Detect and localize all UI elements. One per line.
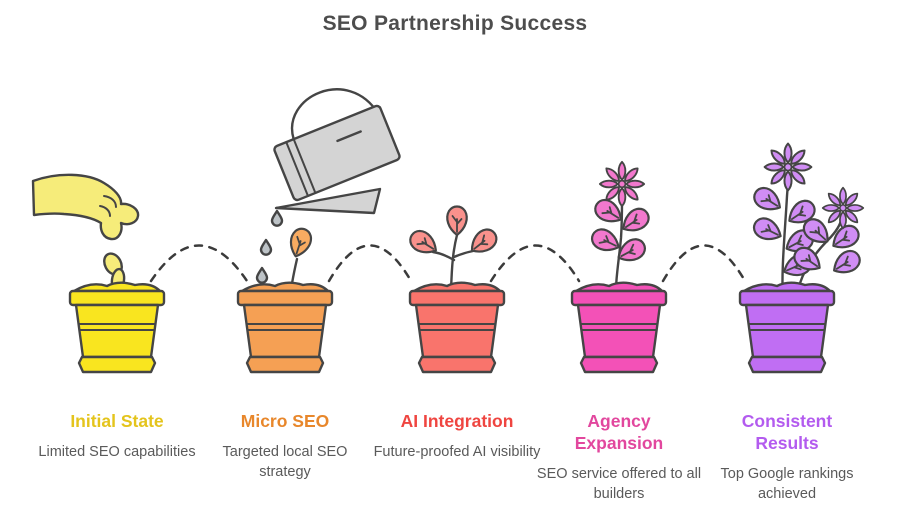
flowering-plant-icon [587, 162, 654, 303]
pot-stage-2 [236, 281, 334, 374]
connector-arcs [149, 244, 747, 283]
connector-arc-3 [489, 244, 581, 283]
pot-stage-5 [738, 281, 836, 374]
pot-stage-3 [408, 281, 506, 374]
stage-2-description: Targeted local SEO strategy [222, 443, 348, 481]
connector-arc-2 [327, 244, 413, 283]
stage-1-description: Limited SEO capabilities [38, 443, 196, 460]
pot-stage-1 [68, 281, 166, 374]
stage-3-label: AI Integration Future-proofed AI visibil… [372, 411, 542, 462]
stage-4-label: Agency Expansion SEO service offered to … [534, 411, 704, 504]
stage-1-label: Initial State Limited SEO capabilities [32, 411, 202, 462]
pot-stage-4 [570, 281, 668, 374]
stage-3-illustration [405, 205, 506, 374]
stage-1-title: Initial State [70, 411, 164, 431]
watering-can-icon [273, 88, 401, 215]
page-title: SEO Partnership Success [322, 12, 588, 35]
stage-5-label: Consistent Results Top Google rankings a… [702, 411, 872, 504]
stage-4-illustration [570, 162, 668, 374]
stage-4-description: SEO service offered to all builders [536, 465, 702, 503]
stage-2-label: Micro SEO Targeted local SEO strategy [200, 411, 370, 482]
connector-arc-1 [149, 244, 249, 283]
stage-4-title: Agency Expansion [574, 411, 664, 453]
connector-arc-4 [661, 244, 747, 283]
stage-2-illustration [236, 88, 401, 374]
blooming-plant-icon [749, 144, 865, 303]
stage-3-title: AI Integration [400, 411, 514, 431]
stage-3-description: Future-proofed AI visibility [373, 443, 541, 460]
hand-icon [31, 173, 140, 241]
stage-1-illustration [31, 173, 166, 374]
water-drops-icon [255, 209, 284, 284]
flower-icon [765, 144, 812, 191]
stage-2-title: Micro SEO [240, 411, 330, 431]
stage-5-title: Consistent Results [741, 411, 833, 453]
flower-icon [600, 162, 644, 206]
flower-icon [823, 188, 864, 229]
stage-5-illustration [738, 144, 865, 374]
stage-5-description: Top Google rankings achieved [720, 465, 854, 503]
